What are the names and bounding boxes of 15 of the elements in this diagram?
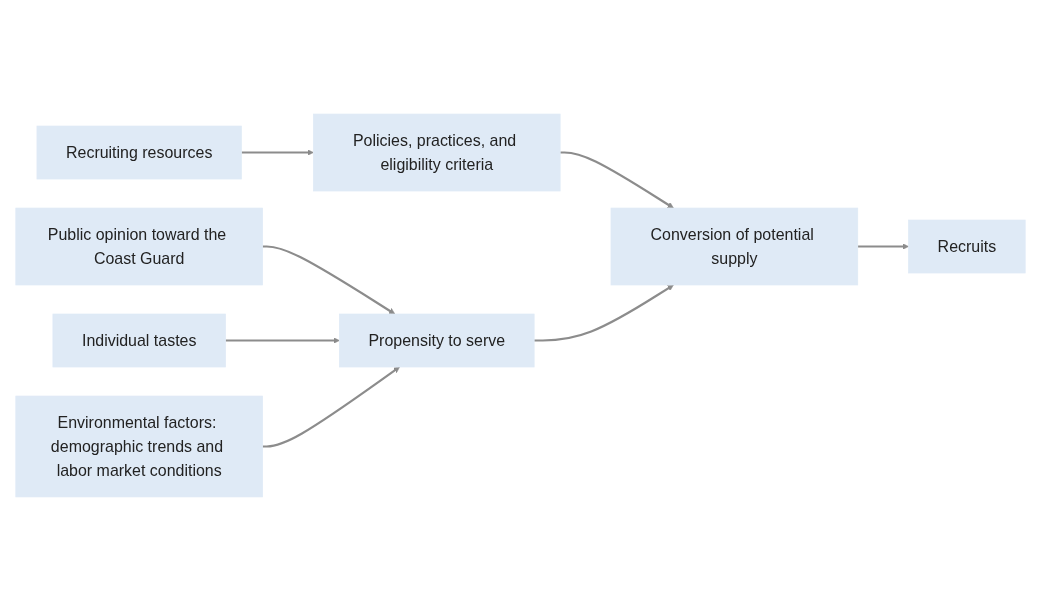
node-box: Recruiting resources [36,125,242,180]
arrow [262,245,396,315]
arrow [560,151,674,209]
node-box: Recruits [908,219,1026,274]
node-box: Public opinion toward the Coast Guard [15,207,263,286]
arrow [534,284,674,342]
node-box: Individual tastes [52,313,226,368]
node-box: Environmental factors: demographic trends and labor market conditions [15,395,263,498]
arrow [857,243,909,250]
arrow [225,337,340,344]
node-box: Policies, practices, and eligibility criteria [313,113,561,192]
node-box: Conversion of potential supply [610,207,859,286]
arrow [262,366,400,448]
node-box: Propensity to serve [339,313,535,368]
arrow [241,149,314,156]
